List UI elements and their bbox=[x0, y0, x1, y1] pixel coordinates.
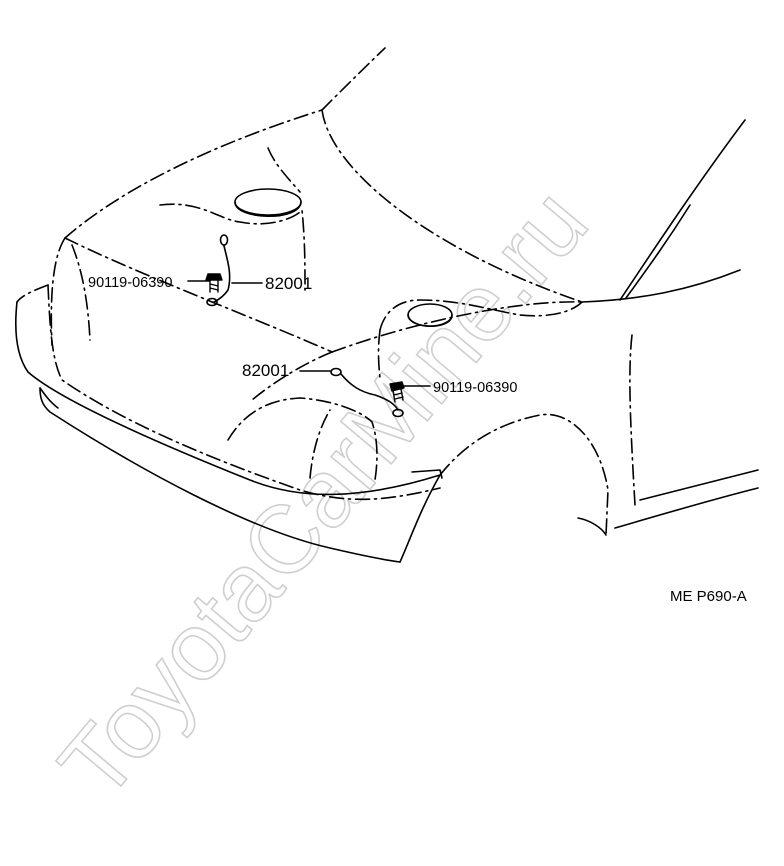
bumper-outline bbox=[14, 301, 441, 496]
right-wire bbox=[340, 373, 399, 411]
callout-right-bolt: 90119-06390 bbox=[433, 380, 517, 396]
hood-crease bbox=[321, 109, 583, 303]
left-headlight bbox=[50, 237, 66, 346]
right-strut-tower bbox=[379, 299, 583, 331]
callout-left-wire: 82001 bbox=[265, 274, 312, 293]
bumper-notch bbox=[411, 469, 443, 479]
hood-upper-edge bbox=[64, 109, 323, 239]
left-wire-ring-top bbox=[219, 234, 229, 246]
bumper-corner bbox=[399, 474, 441, 563]
left-wire bbox=[213, 245, 231, 303]
left-strut-cap bbox=[234, 188, 302, 216]
left-wire-ring-bottom bbox=[206, 297, 218, 307]
left-headlight-inner bbox=[71, 244, 91, 341]
fender-front bbox=[439, 413, 609, 536]
fender-side bbox=[629, 334, 636, 506]
right-strut-side bbox=[377, 329, 381, 379]
fender-bottom bbox=[614, 487, 759, 529]
a-pillar-inner bbox=[625, 204, 691, 299]
car-front-outline bbox=[14, 47, 759, 563]
left-strut-top bbox=[267, 147, 301, 193]
left-strut-body bbox=[234, 201, 302, 217]
bumper-top bbox=[16, 284, 49, 303]
callout-right-wire: 82001 bbox=[242, 361, 289, 380]
bumper-face bbox=[47, 284, 441, 501]
right-bolt bbox=[389, 381, 405, 403]
left-bolt bbox=[205, 273, 223, 293]
right-headlight bbox=[227, 397, 378, 481]
hood-lower-edge bbox=[331, 301, 583, 353]
right-headlight-lower bbox=[309, 409, 331, 479]
right-headlight-top bbox=[251, 351, 333, 401]
fender-top bbox=[581, 269, 741, 303]
cowl-line bbox=[321, 47, 386, 111]
hood-open-edge bbox=[64, 237, 333, 353]
right-wire-ring-bottom bbox=[392, 408, 404, 418]
bumper-lip bbox=[39, 387, 59, 409]
left-strut-tower bbox=[159, 203, 306, 291]
figure-code: ME P690-A bbox=[670, 588, 747, 605]
bumper-lower bbox=[39, 387, 401, 563]
right-strut-body bbox=[407, 314, 453, 327]
right-wire-ring-top bbox=[330, 367, 342, 377]
fender-rocker bbox=[639, 469, 759, 501]
a-pillar bbox=[619, 119, 746, 301]
wheel-arch bbox=[577, 517, 607, 536]
callout-left-bolt: 90119-06390 bbox=[88, 275, 172, 291]
